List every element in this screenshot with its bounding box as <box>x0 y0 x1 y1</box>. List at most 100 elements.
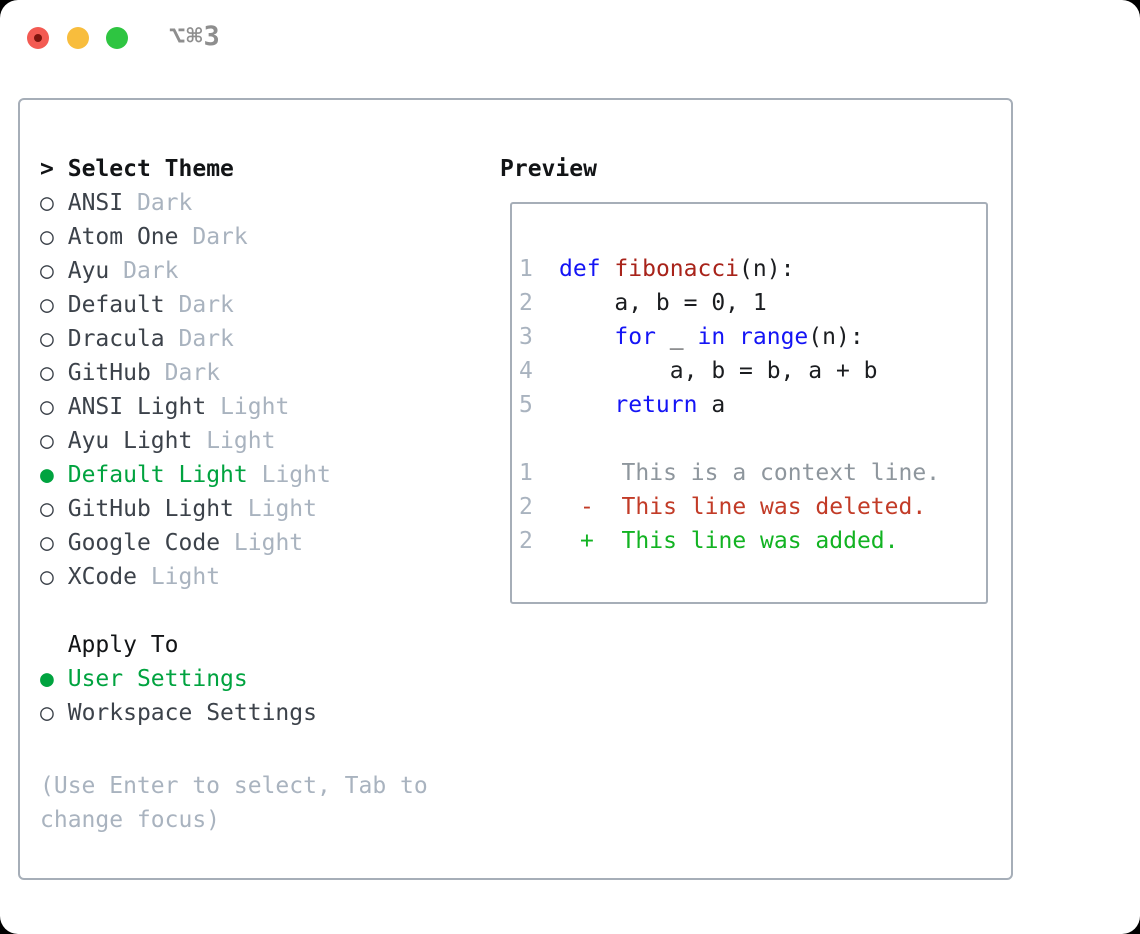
theme-option-label: GitHub <box>67 360 151 386</box>
apply-option-user-settings[interactable]: ● User Settings <box>40 662 428 696</box>
line-number <box>519 422 559 456</box>
apply-to-heading: Apply To <box>67 632 179 658</box>
theme-option-label: Ayu Light <box>67 428 193 454</box>
theme-variant-label: Light <box>233 530 304 556</box>
radio-unselected-icon: ○ <box>40 496 54 522</box>
theme-option-label: XCode <box>67 564 137 590</box>
theme-option-dracula[interactable]: ○ Dracula Dark <box>40 322 428 356</box>
radio-selected-icon: ● <box>40 666 54 692</box>
apply-option-workspace-settings[interactable]: ○ Workspace Settings <box>40 696 428 730</box>
theme-variant-label: Dark <box>178 326 234 352</box>
theme-option-label: GitHub Light <box>67 496 234 522</box>
diff-line: 2 - This line was deleted. <box>519 490 980 524</box>
theme-variant-label: Dark <box>192 224 248 250</box>
radio-unselected-icon: ○ <box>40 292 54 318</box>
theme-option-label: Default <box>67 292 165 318</box>
diff-line: 2 + This line was added. <box>519 524 980 558</box>
theme-variant-label: Dark <box>164 360 221 386</box>
prompt-icon: > <box>40 156 54 182</box>
select-theme-heading-label: Select Theme <box>67 156 234 182</box>
theme-variant-label: Light <box>206 428 276 454</box>
theme-option-default[interactable]: ○ Default Dark <box>40 288 428 322</box>
line-number: 4 <box>519 358 533 384</box>
theme-option-label: ANSI <box>67 190 124 216</box>
radio-unselected-icon: ○ <box>40 394 54 420</box>
theme-variant-label: Light <box>220 394 290 420</box>
line-text: This is a context line. <box>580 460 941 486</box>
theme-option-atom-one[interactable]: ○ Atom One Dark <box>40 220 428 254</box>
line-number: 3 <box>519 324 533 350</box>
code-line: 5 return a <box>519 388 980 422</box>
theme-option-github-light[interactable]: ○ GitHub Light Light <box>40 492 428 526</box>
theme-option-label: Default Light <box>67 462 248 488</box>
theme-option-ansi[interactable]: ○ ANSI Dark <box>40 186 428 220</box>
theme-option-google-code[interactable]: ○ Google Code Light <box>40 526 428 560</box>
theme-option-github[interactable]: ○ GitHub Dark <box>40 356 428 390</box>
line-number: 5 <box>519 392 533 418</box>
theme-variant-label: Dark <box>123 258 179 284</box>
radio-unselected-icon: ○ <box>40 326 54 352</box>
radio-unselected-icon: ○ <box>40 700 54 726</box>
hint-line: (Use Enter to select, Tab to <box>40 773 428 799</box>
code-line: 2 a, b = 0, 1 <box>519 286 980 320</box>
line-text: - This line was deleted. <box>580 494 927 520</box>
line-number: 1 <box>519 256 533 282</box>
theme-option-ayu-light[interactable]: ○ Ayu Light Light <box>40 424 428 458</box>
theme-option-label: Dracula <box>67 326 165 352</box>
radio-unselected-icon: ○ <box>40 224 54 250</box>
theme-variant-label: Light <box>150 564 221 590</box>
theme-selector-panel: > Select Theme ○ ANSI Dark○ Atom One Dar… <box>18 98 1013 880</box>
line-number: 2 <box>519 290 533 316</box>
theme-list: ○ ANSI Dark○ Atom One Dark○ Ayu Dark○ De… <box>40 186 428 594</box>
window-title: ⌥⌘3 <box>169 21 221 52</box>
code-line: 1 def fibonacci(n): <box>519 252 980 286</box>
line-text: + This line was added. <box>580 528 899 554</box>
select-theme-heading: > Select Theme <box>40 152 428 186</box>
theme-variant-label: Light <box>247 496 317 522</box>
hint-text: (Use Enter to select, Tab to change focus… <box>40 769 428 837</box>
theme-option-ansi-light[interactable]: ○ ANSI Light Light <box>40 390 428 424</box>
radio-unselected-icon: ○ <box>40 564 54 590</box>
line-number: 2 <box>519 494 533 520</box>
line-text: return a <box>614 392 726 418</box>
line-text: a, b = b, a + b <box>559 358 878 384</box>
theme-option-label: Ayu <box>67 258 110 284</box>
unsaved-dot-icon <box>34 34 42 42</box>
theme-option-xcode[interactable]: ○ XCode Light <box>40 560 428 594</box>
apply-to-list: ● User Settings○ Workspace Settings <box>40 662 428 730</box>
apply-option-label: User Settings <box>67 666 248 692</box>
close-button[interactable] <box>27 27 49 49</box>
radio-unselected-icon: ○ <box>40 190 54 216</box>
theme-option-label: Google Code <box>67 530 221 556</box>
line-number: 2 <box>519 528 533 554</box>
theme-variant-label: Dark <box>136 190 193 216</box>
radio-selected-icon: ● <box>40 462 54 488</box>
radio-unselected-icon: ○ <box>40 428 54 454</box>
theme-option-ayu[interactable]: ○ Ayu Dark <box>40 254 428 288</box>
radio-unselected-icon: ○ <box>40 258 54 284</box>
theme-option-label: Atom One <box>67 224 179 250</box>
code-line: 3 for _ in range(n): <box>519 320 980 354</box>
code-line <box>519 422 980 456</box>
line-text: a, b = 0, 1 <box>559 290 767 316</box>
zoom-button[interactable] <box>106 27 128 49</box>
radio-unselected-icon: ○ <box>40 530 54 556</box>
theme-list-section: > Select Theme ○ ANSI Dark○ Atom One Dar… <box>40 152 428 837</box>
hint-line: change focus) <box>40 807 221 833</box>
code-line: 4 a, b = b, a + b <box>519 354 980 388</box>
theme-option-label: ANSI Light <box>67 394 207 420</box>
line-text: for _ in range(n): <box>614 324 864 350</box>
radio-unselected-icon: ○ <box>40 360 54 386</box>
theme-option-default-light[interactable]: ● Default Light Light <box>40 458 428 492</box>
diff-line: 1 This is a context line. <box>519 456 980 490</box>
minimize-button[interactable] <box>67 27 89 49</box>
line-text: def fibonacci(n): <box>559 256 795 282</box>
theme-variant-label: Light <box>261 462 331 488</box>
line-number: 1 <box>519 460 533 486</box>
preview-heading: Preview <box>500 156 597 182</box>
theme-variant-label: Dark <box>178 292 234 318</box>
